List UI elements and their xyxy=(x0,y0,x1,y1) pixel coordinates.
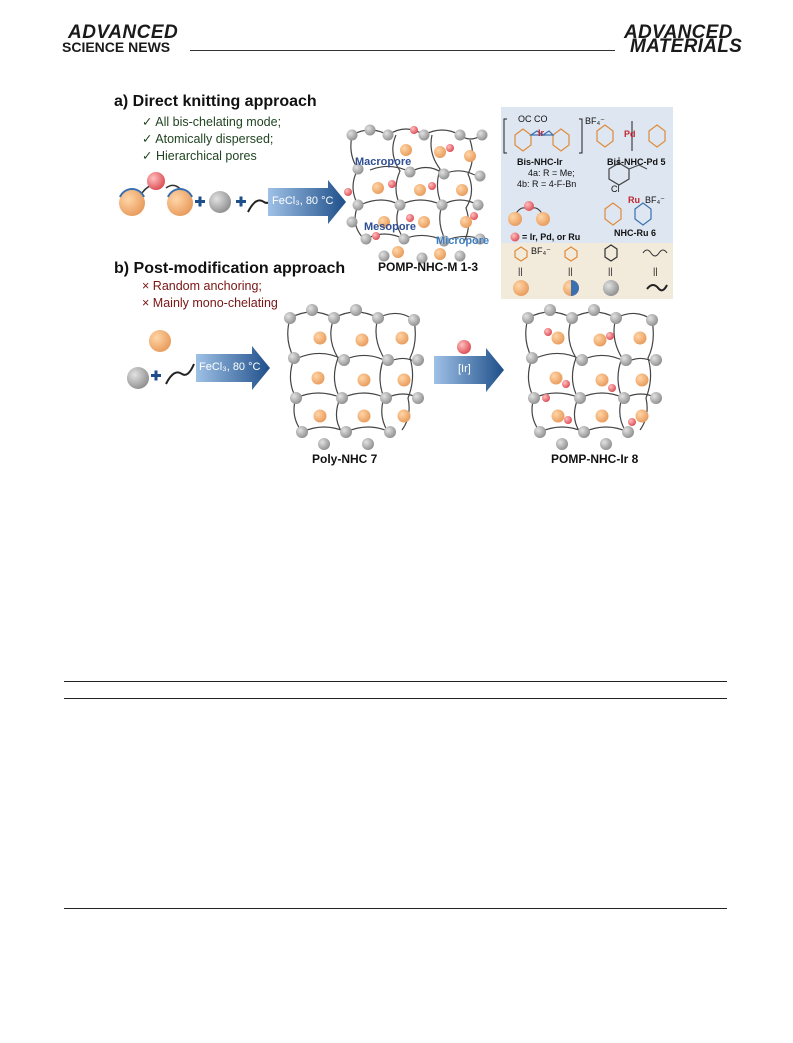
scheme-figure xyxy=(119,124,662,450)
table-bottom-rule xyxy=(64,908,727,909)
plus-sign xyxy=(195,196,205,207)
arrow-label-a: FeCl₃, 80 °C xyxy=(272,195,334,207)
caption-poly-nhc: Poly-NHC 7 xyxy=(312,452,378,466)
journal-logo-advanced: ADVANCED xyxy=(68,22,179,43)
journal-logo-materials: MATERIALS xyxy=(630,36,743,57)
bullet-b-2: × Mainly mono-chelating xyxy=(142,296,278,310)
bullet-a-3: ✓ Hierarchical pores xyxy=(142,149,257,163)
nhc-node xyxy=(149,330,171,352)
pd-complex-name: Bis-NHC-Pd 5 xyxy=(607,157,666,167)
ir-complex-name: Bis-NHC-Ir xyxy=(517,157,563,167)
section-b-title: b) Post-modification approach xyxy=(114,260,346,277)
reaction-arrow-ir xyxy=(434,340,504,392)
benzene-node xyxy=(209,191,231,213)
header-rule xyxy=(190,50,615,51)
macropore-label: Macropore xyxy=(355,156,412,168)
bullet-a-2: ✓ Atomically dispersed; xyxy=(142,132,274,146)
journal-logo-science-news: SCIENCE NEWS xyxy=(62,39,171,55)
monomer-bis-nhc-metal xyxy=(119,172,193,216)
ir-co-ligands: OC CO xyxy=(518,114,548,124)
bullet-a-1: ✓ All bis-chelating mode; xyxy=(142,115,282,129)
metal-legend-text: = Ir, Pd, or Ru xyxy=(522,232,581,242)
ru-counterion: BF₄⁻ xyxy=(645,195,665,205)
pomp-nhc-ir-network xyxy=(522,304,662,450)
arrow-label-b: FeCl₃, 80 °C xyxy=(199,361,261,373)
ir-counterion: BF₄⁻ xyxy=(585,116,605,126)
linker-icon xyxy=(165,363,195,385)
legend-panel xyxy=(501,243,673,299)
plus-sign xyxy=(151,370,161,381)
mesopore-label: Mesopore xyxy=(364,221,416,233)
arrow-label-ir: [Ir] xyxy=(458,363,471,375)
legend-equals-1: || xyxy=(518,266,523,276)
plus-sign xyxy=(236,196,246,207)
poly-nhc-network xyxy=(284,304,424,450)
ru-cl-label: Cl xyxy=(611,184,620,194)
ru-metal-label: Ru xyxy=(628,195,640,205)
caption-pomp-nhc-m: POMP-NHC-M 1-3 xyxy=(378,260,479,274)
pd-metal-label: Pd xyxy=(624,129,636,139)
legend-equals-4: || xyxy=(653,266,658,276)
legend-equals-3: || xyxy=(608,266,613,276)
table-header-rule xyxy=(64,698,727,699)
ru-complex-name: NHC-Ru 6 xyxy=(614,228,656,238)
benzene-node xyxy=(127,367,149,389)
table-top-rule xyxy=(64,681,727,682)
journal-logo-advanced-right: ADVANCED xyxy=(624,22,733,43)
micropore-label: Micropore xyxy=(436,235,490,247)
legend-equals-2: || xyxy=(568,266,573,276)
section-a-title: a) Direct knitting approach xyxy=(114,93,317,110)
reaction-arrow xyxy=(268,180,346,224)
ir-variant-4a: 4a: R = Me; xyxy=(528,168,575,178)
complex-structures xyxy=(503,118,668,296)
caption-pomp-nhc-ir: POMP-NHC-Ir 8 xyxy=(551,452,639,466)
ir-metal-label: Ir xyxy=(538,128,545,138)
pomp-network xyxy=(344,124,488,264)
bullet-b-1: × Random anchoring; xyxy=(142,279,262,293)
ir-variant-4b: 4b: R = 4-F-Bn xyxy=(517,179,577,189)
reaction-arrow xyxy=(196,346,270,390)
legend-bf4-label: BF₄⁻ xyxy=(531,246,551,256)
